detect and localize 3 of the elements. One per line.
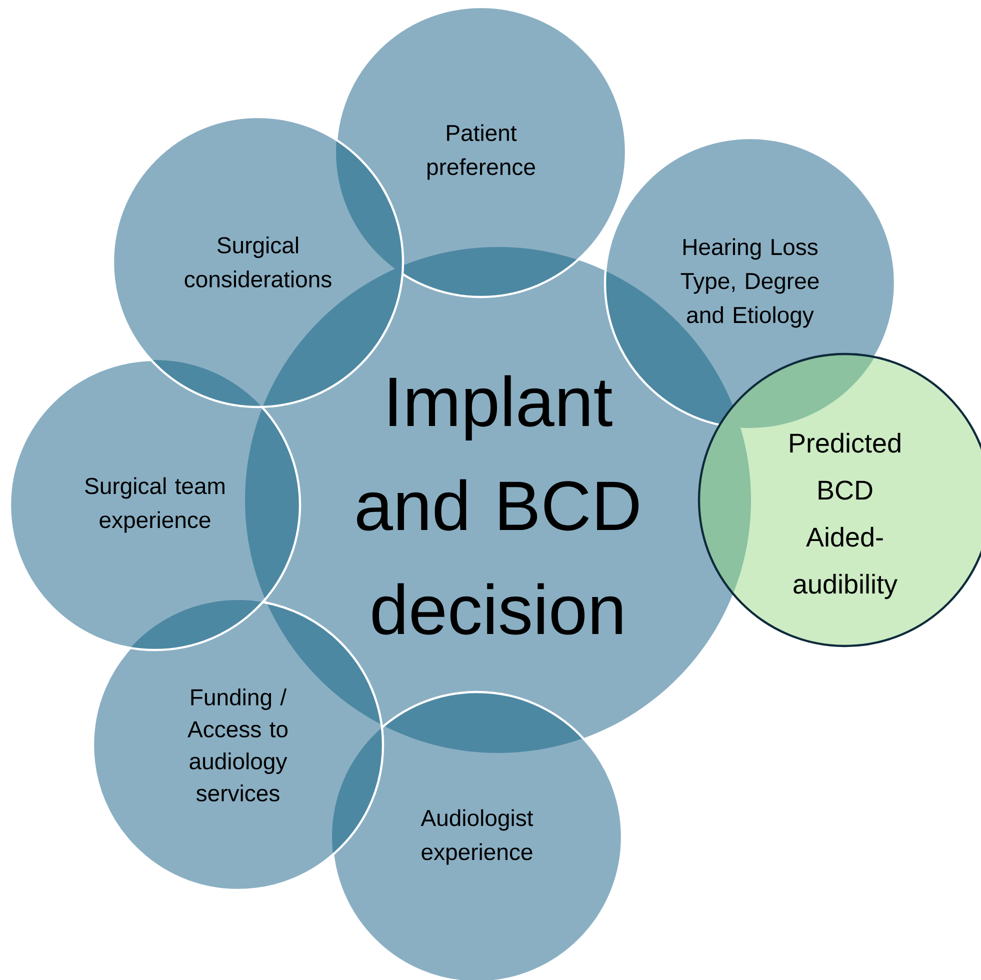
node-label: Surgical team experience xyxy=(85,477,224,533)
node-label: Patient preference xyxy=(428,124,535,180)
node-label: Audiologist experience xyxy=(420,809,534,865)
